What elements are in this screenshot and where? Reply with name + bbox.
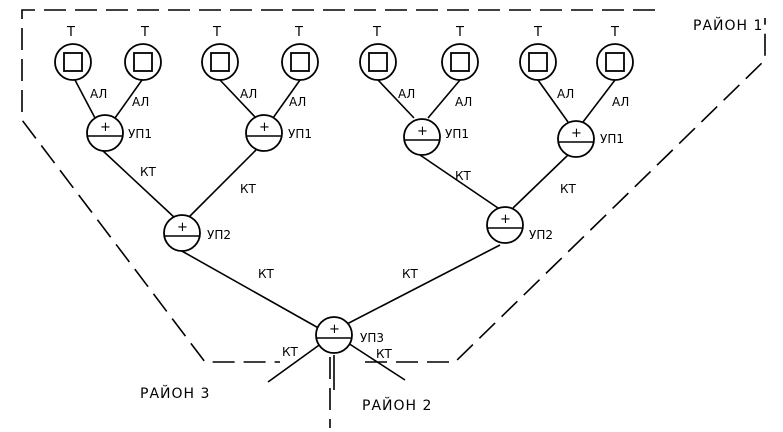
svg-text:+: + <box>500 212 511 227</box>
svg-text:+: + <box>259 120 270 135</box>
svg-text:+: + <box>417 124 428 139</box>
svg-text:АЛ: АЛ <box>289 95 306 109</box>
svg-text:АЛ: АЛ <box>90 87 107 101</box>
node-up1-label: УП1 <box>445 127 469 141</box>
svg-text:АЛ: АЛ <box>557 87 574 101</box>
node-up1-label: УП1 <box>288 127 312 141</box>
terminal-3: Т <box>201 25 239 81</box>
subscriber-line-labels: АЛ АЛ АЛ АЛ АЛ АЛ АЛ АЛ <box>90 87 629 109</box>
svg-text:КТ: КТ <box>560 182 577 196</box>
node-up1-label: УП1 <box>128 127 152 141</box>
terminal-4: Т <box>281 25 319 81</box>
terminal-6: Т <box>441 25 479 81</box>
terminal-label: Т <box>294 25 303 40</box>
region1-boundary <box>21 9 766 363</box>
terminal-label: Т <box>610 25 619 40</box>
svg-text:АЛ: АЛ <box>398 87 415 101</box>
terminal-2: Т <box>124 25 162 81</box>
terminal-label: Т <box>140 25 149 40</box>
svg-text:+: + <box>100 120 111 135</box>
svg-text:АЛ: АЛ <box>612 95 629 109</box>
node-up1-a: + УП1 <box>86 114 152 152</box>
svg-text:КТ: КТ <box>376 347 393 361</box>
terminal-5: Т <box>359 25 397 81</box>
svg-text:КТ: КТ <box>455 169 472 183</box>
terminal-label: Т <box>533 25 542 40</box>
region2-label: РАЙОН 2 <box>362 396 432 414</box>
svg-text:АЛ: АЛ <box>240 87 257 101</box>
node-up1-c: + УП1 <box>403 118 469 156</box>
region1-label: РАЙОН 1 <box>693 16 763 34</box>
terminal-label: Т <box>372 25 381 40</box>
terminal-7: Т <box>519 25 557 81</box>
node-up3-label: УП3 <box>360 331 384 345</box>
node-up2-a: + УП2 <box>163 214 231 252</box>
node-up1-d: + УП1 <box>557 120 624 158</box>
svg-text:КТ: КТ <box>140 165 157 179</box>
svg-text:АЛ: АЛ <box>132 95 149 109</box>
svg-text:КТ: КТ <box>402 267 419 281</box>
subscriber-lines <box>74 79 616 123</box>
svg-text:КТ: КТ <box>282 345 299 359</box>
terminal-label: Т <box>455 25 464 40</box>
node-up1-label: УП1 <box>600 132 624 146</box>
node-up2-label: УП2 <box>207 228 231 242</box>
trunk-labels-upper: КТ КТ КТ КТ <box>140 165 577 196</box>
svg-text:+: + <box>329 322 340 337</box>
terminal-8: Т <box>596 25 634 81</box>
terminal-label: Т <box>212 25 221 40</box>
svg-text:КТ: КТ <box>240 182 257 196</box>
trunk-labels-middle: КТ КТ <box>258 267 419 281</box>
terminal-1: Т <box>54 25 92 81</box>
trunk-labels-lower: КТ КТ <box>282 345 393 361</box>
svg-text:+: + <box>571 126 582 141</box>
node-up1-b: + УП1 <box>245 114 312 152</box>
node-up3: + УП3 <box>315 316 384 354</box>
node-up2-label: УП2 <box>529 228 553 242</box>
svg-text:АЛ: АЛ <box>455 95 472 109</box>
trunk-lines <box>101 149 569 390</box>
svg-text:КТ: КТ <box>258 267 275 281</box>
node-up2-b: + УП2 <box>486 206 553 244</box>
svg-text:+: + <box>177 220 188 235</box>
terminal-label: Т <box>66 25 75 40</box>
region3-label: РАЙОН 3 <box>140 384 210 402</box>
